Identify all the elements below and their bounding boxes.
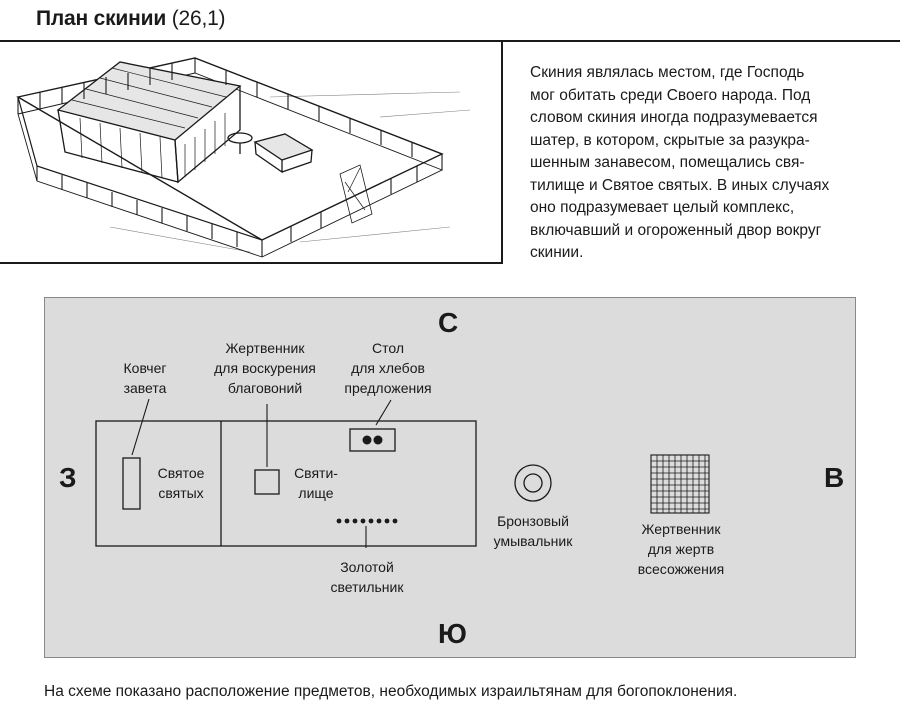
tabernacle-outline bbox=[95, 420, 477, 547]
figure-caption: На схеме показано расположение предметов… bbox=[44, 683, 738, 700]
description-text: Скиния являлась местом, где Господь мог … bbox=[530, 64, 830, 261]
label-ark: Ковчег завета bbox=[123, 360, 167, 396]
label-laver: Бронзовый умывальник bbox=[493, 513, 573, 549]
label-sanctuary: Святи- лище bbox=[294, 465, 338, 501]
ark-leader bbox=[131, 398, 150, 456]
title-reference: (26,1) bbox=[171, 7, 226, 30]
table-bread bbox=[362, 435, 383, 445]
laver-outer bbox=[514, 464, 552, 502]
ark-shape bbox=[122, 457, 141, 510]
label-incense-altar: Жертвенник для воскурения благовоний bbox=[214, 340, 316, 396]
tabernacle-illustration bbox=[0, 42, 503, 264]
title-text: План скинии bbox=[36, 7, 167, 30]
label-burnt-altar: Жертвенник для жертв всесожжения bbox=[637, 521, 725, 577]
direction-north: С bbox=[438, 307, 459, 338]
header-bar: План скинии (26,1) bbox=[0, 0, 900, 42]
tabernacle-plan: С Ю З В Ковчег завета Святое святых Жерт… bbox=[44, 297, 856, 658]
plan-drawing bbox=[95, 398, 710, 548]
table-shape bbox=[349, 428, 396, 452]
label-table: Стол для хлебов предложения bbox=[344, 340, 432, 396]
page-title: План скинии (26,1) bbox=[36, 7, 226, 31]
label-lampstand: Золотой светильник bbox=[330, 559, 404, 595]
laver-inner bbox=[523, 473, 543, 493]
label-holy-of-holies: Святое святых bbox=[157, 465, 205, 501]
incense-altar-shape bbox=[254, 469, 280, 495]
tabernacle-sketch bbox=[16, 57, 471, 258]
direction-east: В bbox=[824, 462, 845, 493]
lampstand-shape bbox=[336, 518, 398, 524]
direction-west: З bbox=[59, 462, 77, 493]
burnt-altar-shape bbox=[650, 454, 710, 514]
direction-south: Ю bbox=[438, 618, 467, 649]
table-leader bbox=[375, 399, 392, 426]
